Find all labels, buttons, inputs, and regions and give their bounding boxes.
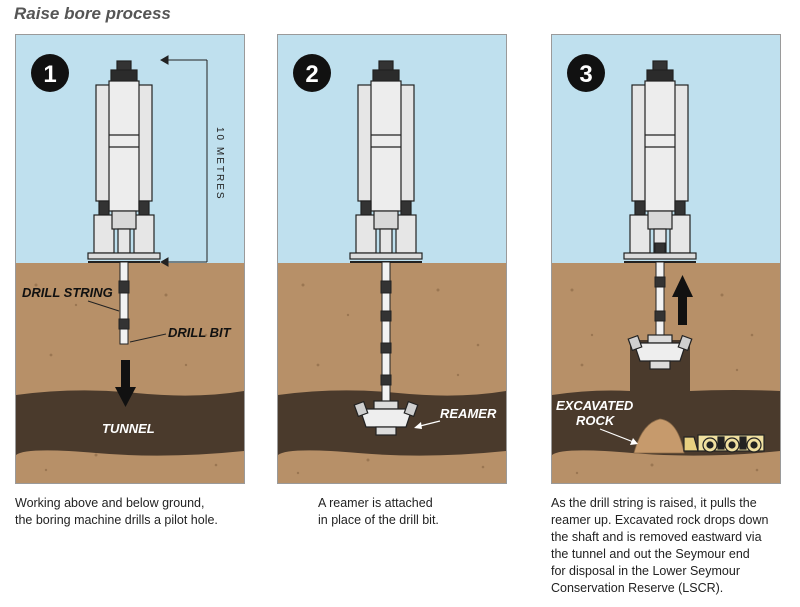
caption-line: the tunnel and out the Seymour end bbox=[551, 547, 750, 561]
drill-string-label: DRILL STRING bbox=[22, 285, 113, 300]
drill-bit-label: DRILL BIT bbox=[168, 325, 232, 340]
reamer-label: REAMER bbox=[440, 406, 497, 421]
caption-line: the boring machine drills a pilot hole. bbox=[15, 513, 218, 527]
step-number-badge bbox=[31, 54, 69, 92]
tunnel-label: TUNNEL bbox=[102, 421, 155, 436]
step-1-panel: 10 METRES 1 DRILL STRING DRILL BIT TUNNE… bbox=[15, 34, 245, 484]
step-1-diagram: 10 METRES 1 DRILL STRING DRILL BIT TUNNE… bbox=[16, 35, 244, 483]
caption-line: for disposal in the Lower Seymour bbox=[551, 564, 740, 578]
step-2-caption: A reamer is attached in place of the dri… bbox=[318, 495, 439, 529]
caption-line: Conservation Reserve (LSCR). bbox=[551, 581, 724, 595]
step-3-diagram: 3 EXCAVATED ROCK bbox=[552, 35, 780, 483]
reamer bbox=[353, 400, 419, 436]
height-label: 10 METRES bbox=[214, 127, 225, 201]
tunnel-vehicle bbox=[683, 434, 765, 453]
up-arrow-icon bbox=[672, 275, 693, 325]
excavated-rock-pointer bbox=[599, 428, 637, 444]
excavated-rock-pile bbox=[633, 418, 685, 454]
step-number: 2 bbox=[305, 61, 318, 88]
page-title: Raise bore process bbox=[14, 4, 171, 23]
boring-machine bbox=[87, 60, 161, 263]
tunnel-with-shaft bbox=[552, 340, 780, 456]
step-3-panel: 3 EXCAVATED ROCK bbox=[551, 34, 781, 484]
soil-speckle bbox=[570, 288, 759, 475]
caption-line: As the drill string is raised, it pulls … bbox=[551, 496, 757, 510]
soil-speckle bbox=[296, 283, 485, 475]
step-2-diagram: 2 REAMER bbox=[278, 35, 506, 483]
caption-line: the shaft and is removed eastward via bbox=[551, 530, 762, 544]
down-arrow-icon bbox=[115, 360, 136, 407]
height-bracket bbox=[159, 55, 208, 267]
caption-line: Working above and below ground, bbox=[15, 496, 205, 510]
caption-line: A reamer is attached bbox=[318, 496, 433, 510]
excavated-rock-label-line2: ROCK bbox=[576, 413, 616, 428]
step-3-caption: As the drill string is raised, it pulls … bbox=[551, 495, 768, 597]
drill-bit-pointer bbox=[129, 333, 167, 343]
step-number-badge bbox=[567, 54, 605, 92]
caption-line: reamer up. Excavated rock drops down bbox=[551, 513, 769, 527]
caption-line: in place of the drill bit. bbox=[318, 513, 439, 527]
step-number: 1 bbox=[43, 61, 56, 88]
step-1-caption: Working above and below ground, the bori… bbox=[15, 495, 218, 529]
boring-machine bbox=[623, 60, 697, 263]
reamer bbox=[627, 334, 693, 370]
excavated-rock-label-line1: EXCAVATED bbox=[556, 398, 634, 413]
step-2-panel: 2 REAMER bbox=[277, 34, 507, 484]
soil-speckle bbox=[34, 283, 218, 472]
tunnel bbox=[16, 390, 244, 456]
step-number: 3 bbox=[579, 61, 592, 88]
drill-string-pointer bbox=[87, 300, 120, 312]
boring-machine bbox=[349, 60, 423, 263]
drill-string bbox=[654, 242, 666, 339]
step-number-badge bbox=[293, 54, 331, 92]
drill-string bbox=[380, 261, 392, 405]
drill-string bbox=[118, 261, 130, 345]
